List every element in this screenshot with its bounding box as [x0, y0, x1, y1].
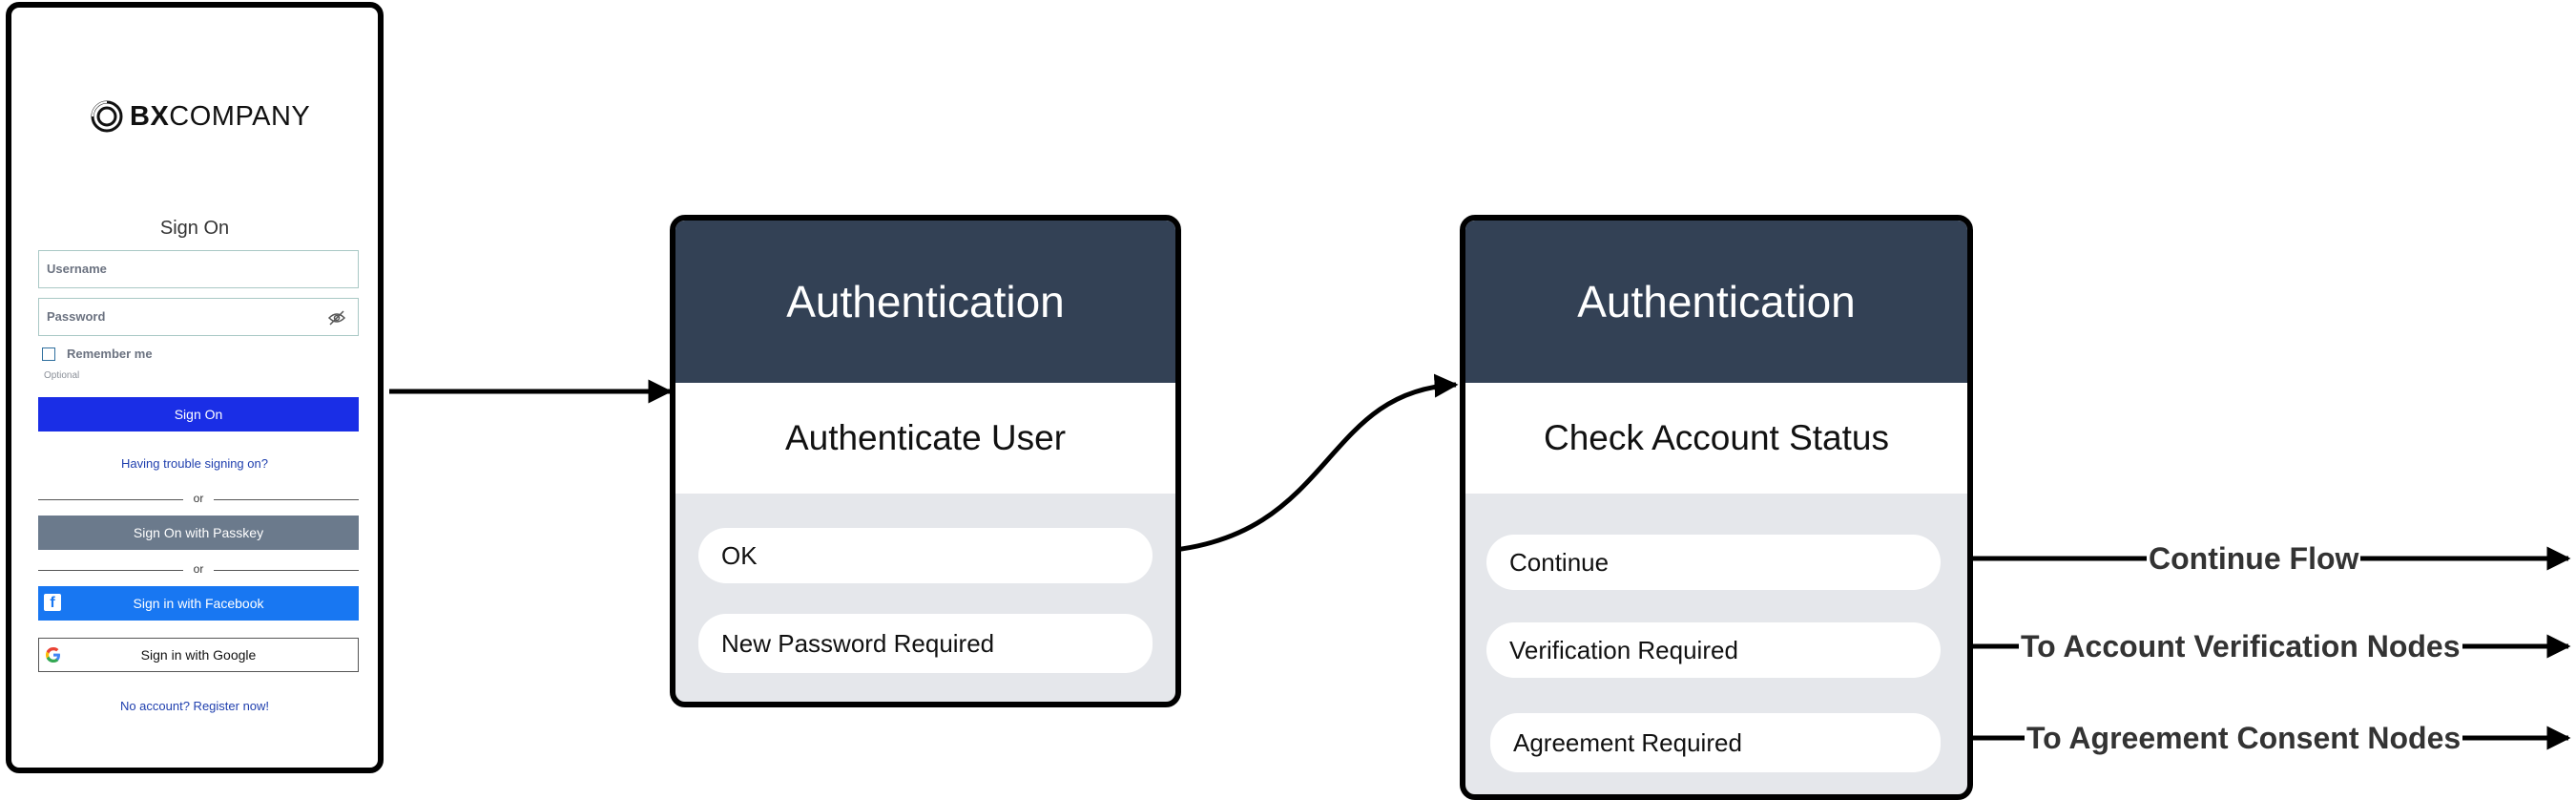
eye-slash-icon[interactable]: [327, 309, 346, 326]
brand-name-bold: BX: [130, 100, 170, 132]
trouble-signing-on-link[interactable]: Having trouble signing on?: [121, 456, 268, 471]
password-input[interactable]: Password: [38, 298, 359, 336]
outcome-ok[interactable]: OK: [698, 528, 1153, 583]
divider-line: [38, 570, 183, 571]
facebook-icon: f: [44, 594, 61, 611]
brand-name-rest: COMPANY: [169, 100, 311, 132]
brand-name: BXCOMPANY: [130, 101, 310, 133]
outcome-continue[interactable]: Continue: [1486, 535, 1941, 590]
sign-on-button[interactable]: Sign On: [38, 397, 359, 432]
facebook-button-label: Sign in with Facebook: [133, 596, 264, 611]
optional-label: Optional: [44, 370, 80, 381]
username-placeholder: Username: [47, 262, 107, 276]
divider-line: [214, 570, 359, 571]
edge-label-continue-flow: Continue Flow: [2147, 539, 2361, 578]
or-label: or: [193, 492, 204, 505]
outcome-agreement-required[interactable]: Agreement Required: [1490, 713, 1941, 772]
login-screen: BXCOMPANY Sign On Username Password Reme…: [6, 2, 384, 773]
node-title: Check Account Status: [1465, 383, 1967, 494]
divider-line: [214, 499, 359, 500]
register-link[interactable]: No account? Register now!: [119, 699, 270, 713]
edge-ok-to-check-status: [1150, 373, 1459, 555]
username-input[interactable]: Username: [38, 250, 359, 288]
or-label: or: [193, 562, 204, 576]
google-icon: [46, 647, 60, 663]
page-title: Sign On: [159, 218, 230, 239]
divider-line: [38, 499, 183, 500]
node-header: Authentication: [675, 221, 1175, 383]
node-header: Authentication: [1465, 221, 1967, 383]
password-placeholder: Password: [47, 309, 106, 324]
authenticate-user-node[interactable]: Authentication Authenticate User OK New …: [670, 215, 1181, 707]
check-account-status-node[interactable]: Authentication Check Account Status Cont…: [1460, 215, 1973, 800]
or-divider: or: [38, 492, 359, 506]
remember-me-checkbox[interactable]: [42, 347, 55, 361]
passkey-button[interactable]: Sign On with Passkey: [38, 516, 359, 550]
node-title: Authenticate User: [675, 383, 1175, 494]
google-sign-in-button[interactable]: Sign in with Google: [38, 638, 359, 672]
edge-label-agreement-consent: To Agreement Consent Nodes: [2025, 719, 2463, 757]
brand-logo-icon: [91, 100, 123, 133]
edge-label-account-verification: To Account Verification Nodes: [2019, 627, 2462, 665]
remember-me-label: Remember me: [67, 347, 153, 361]
outcome-new-password-required[interactable]: New Password Required: [698, 614, 1153, 673]
or-divider: or: [38, 562, 359, 577]
brand-logo: BXCOMPANY: [90, 99, 310, 134]
facebook-sign-in-button[interactable]: f Sign in with Facebook: [38, 586, 359, 621]
google-button-label: Sign in with Google: [140, 647, 257, 663]
outcome-verification-required[interactable]: Verification Required: [1486, 622, 1941, 678]
